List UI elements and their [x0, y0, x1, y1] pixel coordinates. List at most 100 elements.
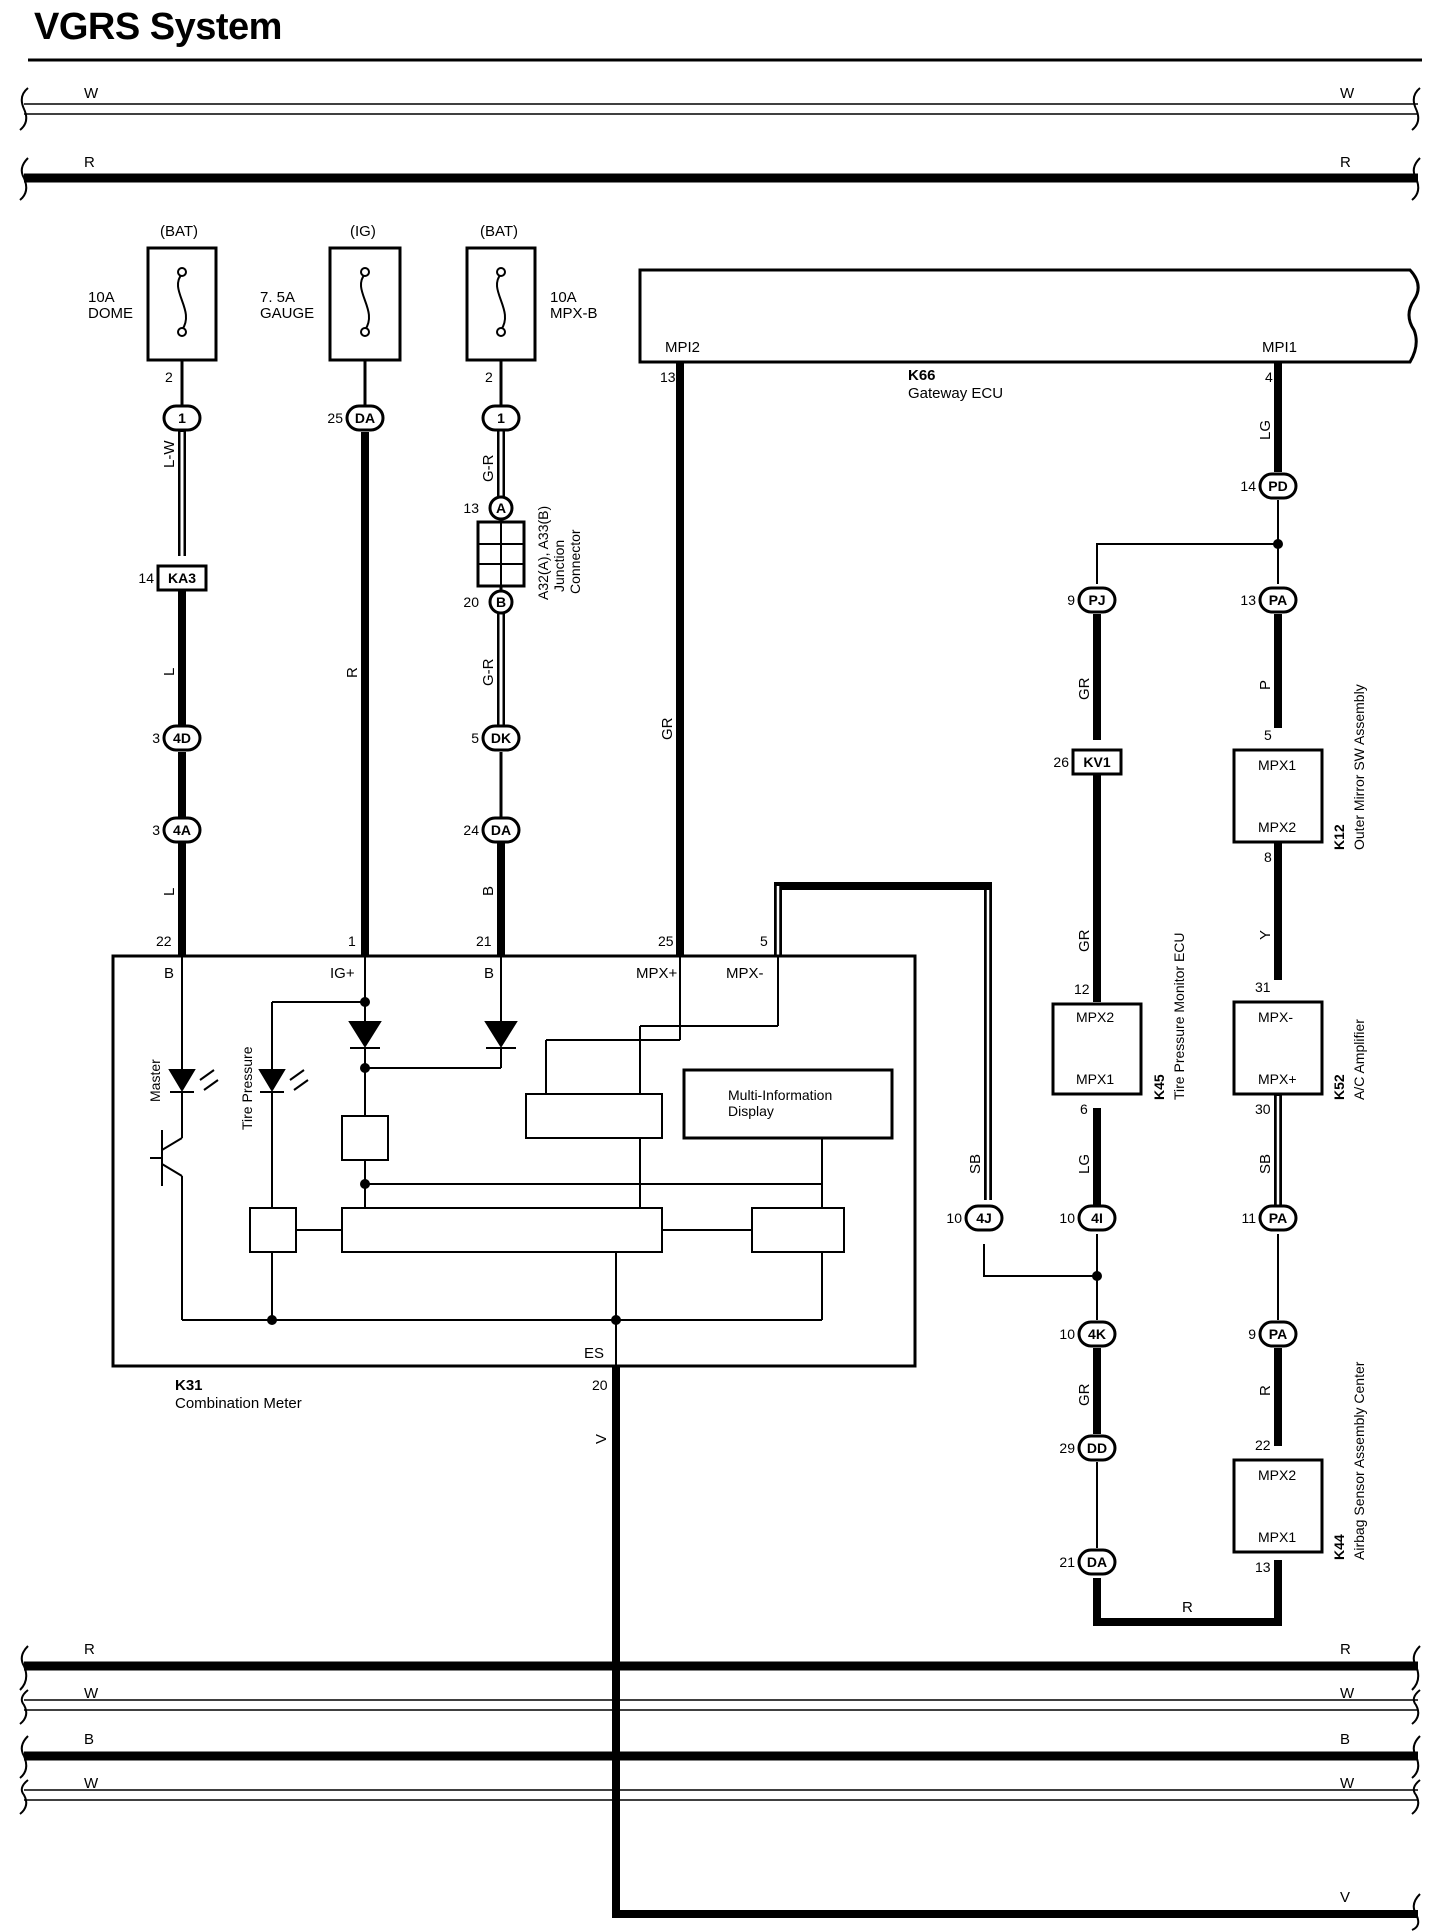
component-name: Tire Pressure Monitor ECU	[1171, 932, 1187, 1100]
meter-term: MPX-	[726, 965, 764, 982]
wire-mpx-b: G-R G-R B	[480, 360, 505, 956]
connector-label: KA3	[168, 570, 196, 586]
wire-color: GR	[1076, 929, 1093, 952]
gateway-id: K66	[908, 367, 936, 384]
connector-label: B	[496, 594, 506, 610]
pin-number: 13	[660, 369, 676, 385]
component-name: Outer Mirror SW Assembly	[1351, 684, 1367, 850]
term-label: MPX1	[1258, 1529, 1296, 1545]
pin-number: 30	[1255, 1101, 1271, 1117]
junction-label: Connector	[567, 529, 583, 594]
k44-airbag-sensor: MPX2 MPX1 22 13 K44 Airbag Sensor Assemb…	[1232, 1361, 1367, 1575]
fuse-rating: 7. 5A	[260, 289, 295, 306]
pin-number: 14	[138, 570, 154, 586]
pin-number: 26	[1053, 754, 1069, 770]
wire-color: L	[161, 668, 178, 676]
term-label: MPX2	[1258, 819, 1296, 835]
pin-number: 21	[1059, 1554, 1075, 1570]
bus-label: R	[1340, 1641, 1351, 1658]
term-label: MPX2	[1076, 1009, 1114, 1025]
connector-label: 1	[178, 410, 186, 426]
bus-label: W	[84, 1685, 99, 1702]
connector-label: 1	[497, 410, 505, 426]
meter-term: B	[484, 965, 494, 982]
wire-color: LG	[1257, 420, 1274, 440]
gateway-name: Gateway ECU	[908, 385, 1003, 402]
connector-pa3: PA9	[1248, 1320, 1298, 1348]
pin-number: 2	[165, 369, 173, 385]
connector-a: A13	[463, 495, 514, 521]
bus-label: W	[1340, 1685, 1355, 1702]
pin-number: 4	[1265, 369, 1273, 385]
connector-kv1: KV1 26	[1053, 748, 1123, 776]
component-name: Airbag Sensor Assembly Center	[1351, 1361, 1367, 1560]
page-title: VGRS System	[34, 6, 282, 48]
connector-c4d: 4D3	[152, 724, 202, 752]
wire-color: GR	[1076, 1383, 1093, 1406]
pin-number: 13	[1255, 1559, 1271, 1575]
meter-term: B	[164, 965, 174, 982]
connector-da3: DA 21	[1059, 1548, 1117, 1576]
wire-color: GR	[1076, 677, 1093, 700]
wire-color: L	[161, 888, 178, 896]
connector-c1: 1	[162, 404, 202, 432]
bus-label: W	[84, 1775, 99, 1792]
connector-pj: PJ9	[1067, 586, 1117, 614]
connector-label: PA	[1269, 592, 1287, 608]
pin-number: 24	[463, 822, 479, 838]
combination-meter: 22 1 21 25 5 20 B IG+ B MPX+ MPX- ES K31…	[111, 933, 917, 1412]
bus-label: W	[1340, 1775, 1355, 1792]
connector-dk: DK5	[471, 724, 521, 752]
pin-number: 20	[592, 1377, 608, 1393]
wire-color: B	[480, 886, 497, 896]
junction-label: Junction	[551, 540, 567, 592]
pin-number: 2	[485, 369, 493, 385]
wire-mpi2: GR	[659, 362, 684, 956]
connector-label: 4K	[1088, 1326, 1106, 1342]
bus-label: V	[1340, 1889, 1350, 1906]
pin-number: 8	[1264, 849, 1272, 865]
fuse-source: (BAT)	[160, 223, 198, 240]
lamp-label: Master	[147, 1059, 163, 1102]
bus-bottom-v: V	[1340, 1889, 1421, 1931]
fuse-dome: (BAT) 10A DOME 2	[88, 223, 218, 385]
meter-name: Combination Meter	[175, 1395, 302, 1412]
wire-color: V	[593, 1434, 610, 1444]
wire-color: R	[344, 667, 361, 678]
bus-bottom-r: R R	[19, 1641, 1421, 1691]
fuse-gauge: (IG) 7. 5A GAUGE	[260, 223, 402, 362]
component-id: K44	[1331, 1534, 1347, 1560]
bus-bottom-b: B B	[19, 1731, 1421, 1779]
pin-number: 22	[1255, 1437, 1271, 1453]
fuse-name: GAUGE	[260, 305, 314, 322]
pin-number: 13	[463, 500, 479, 516]
pin-number: 13	[1240, 592, 1256, 608]
meter-term: ES	[584, 1345, 604, 1362]
wire-color: Y	[1257, 930, 1274, 940]
bus-label: R	[84, 154, 95, 171]
junction-connector: A32(A), A33(B) Junction Connector	[476, 498, 583, 612]
wire-color: LG	[1076, 1154, 1093, 1174]
wire-mpx-minus: SB	[774, 882, 1097, 1277]
pin-number: 25	[658, 933, 674, 949]
pin-number: 9	[1248, 1326, 1256, 1342]
pin-number: 3	[152, 730, 160, 746]
gateway-term: MPI2	[665, 339, 700, 356]
pin-number: 22	[156, 933, 172, 949]
bus-label: R	[84, 1641, 95, 1658]
bus-label: B	[84, 1731, 94, 1748]
connector-label: DA	[1087, 1554, 1107, 1570]
connector-c4a: 4A3	[152, 816, 202, 844]
k12-outer-mirror: MPX1 MPX2 5 8 K12 Outer Mirror SW Assemb…	[1232, 684, 1367, 865]
pin-number: 5	[1264, 727, 1272, 743]
connector-label: KV1	[1083, 754, 1110, 770]
pin-number: 10	[946, 1210, 962, 1226]
connector-label: DA	[355, 410, 375, 426]
bus-label: W	[84, 85, 99, 102]
wire-color: G-R	[480, 658, 497, 686]
term-label: MPX+	[1258, 1071, 1297, 1087]
connector-label: DK	[491, 730, 511, 746]
wire-color: SB	[967, 1154, 984, 1174]
